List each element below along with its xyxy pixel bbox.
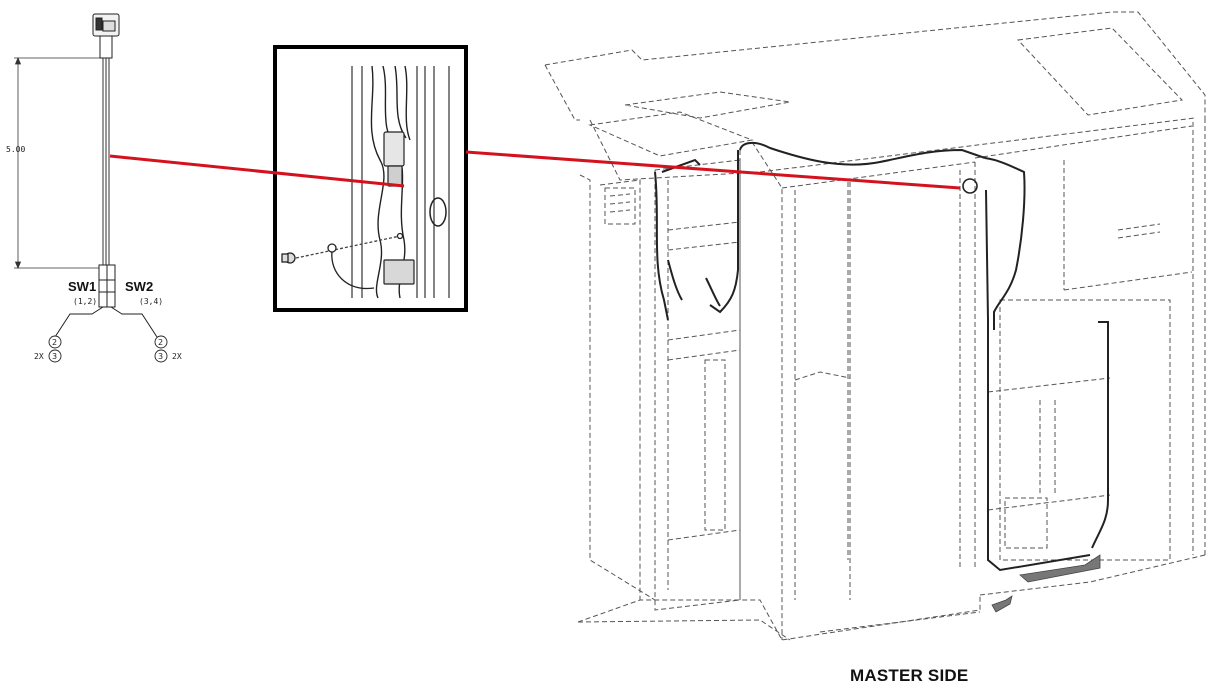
- callout-balloons-right: [154, 335, 168, 363]
- breakout-connector: [54, 264, 158, 338]
- dimension-value: 5.00: [6, 145, 25, 154]
- callout-right-1: 2: [158, 338, 163, 347]
- callout-left-1: 2: [52, 338, 57, 347]
- harness-cable: [102, 58, 110, 265]
- switch-harness-schematic: 5.00 SW1 SW2 (1,2) (3,4) 2 3 2X 2 3 2X: [6, 13, 182, 363]
- callout-left-2: 3: [52, 352, 57, 361]
- dimension-line: [14, 56, 100, 270]
- callout-right-2: 3: [158, 352, 163, 361]
- panel-hole: [429, 197, 447, 227]
- callout-balloons-left: [48, 335, 62, 363]
- leader-lines: [109, 150, 961, 190]
- cabinet-wiring: [654, 142, 1109, 572]
- sw2-label: SW2: [125, 279, 153, 294]
- cabinet-isometric: [544, 11, 1206, 641]
- sw1-pins: (1,2): [73, 297, 97, 306]
- sw2-pins: (3,4): [139, 297, 163, 306]
- switch-head-icon: [92, 13, 120, 59]
- qty-right: 2X: [172, 352, 182, 361]
- ground-screw-icon: [281, 232, 404, 290]
- qty-left: 2X: [34, 352, 44, 361]
- ground-strap: [991, 554, 1101, 613]
- view-caption: MASTER SIDE: [850, 666, 969, 685]
- sw1-label: SW1: [68, 279, 96, 294]
- detail-inset: [273, 45, 468, 312]
